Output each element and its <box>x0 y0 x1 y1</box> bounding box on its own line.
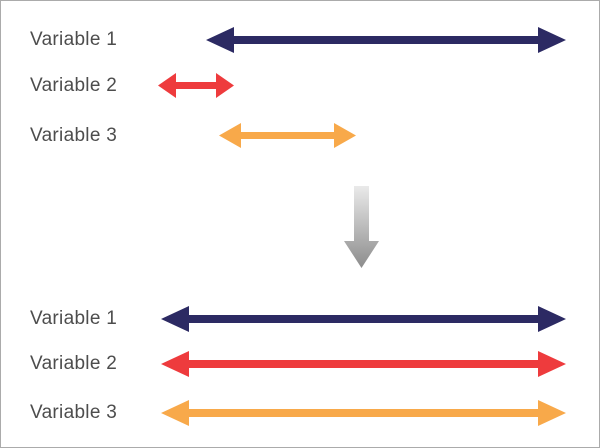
transform-down-arrow-icon <box>344 186 379 268</box>
before-variable-3-label: Variable 3 <box>30 125 118 146</box>
before-variable-3-range-arrow-icon <box>219 123 356 148</box>
after-variable-3-label: Variable 3 <box>30 402 118 423</box>
double-arrow-shape <box>161 306 566 332</box>
before-variable-2-range-arrow-icon <box>158 73 234 98</box>
double-arrow-shape <box>161 351 566 377</box>
before-variable-1-label: Variable 1 <box>30 29 118 50</box>
after-variable-1-range-arrow-icon <box>161 306 566 332</box>
double-arrow-shape <box>158 73 234 98</box>
before-variable-2-label: Variable 2 <box>30 75 118 96</box>
before-variable-1-range-arrow-icon <box>206 27 566 53</box>
after-variable-1-label: Variable 1 <box>30 308 118 329</box>
down-arrow-shape <box>344 186 379 268</box>
double-arrow-shape <box>219 123 356 148</box>
double-arrow-shape <box>161 400 566 426</box>
double-arrow-shape <box>206 27 566 53</box>
after-variable-2-range-arrow-icon <box>161 351 566 377</box>
after-variable-3-range-arrow-icon <box>161 400 566 426</box>
after-variable-2-label: Variable 2 <box>30 353 118 374</box>
